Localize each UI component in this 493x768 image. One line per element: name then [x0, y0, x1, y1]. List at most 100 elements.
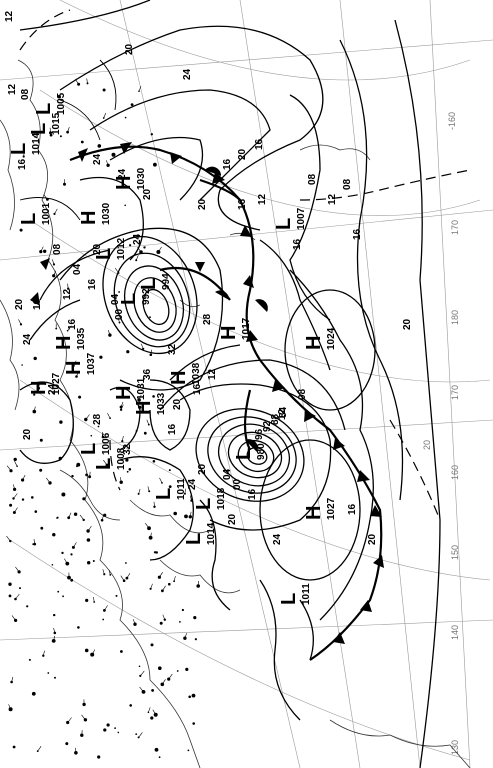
station-dot	[158, 756, 161, 759]
wind-barb	[108, 330, 111, 336]
station-dot	[143, 431, 147, 435]
wind-barb	[18, 319, 22, 325]
isobar-label: 16	[222, 158, 233, 170]
station-dot	[61, 551, 64, 555]
station-dot	[86, 538, 91, 542]
station-dot	[150, 716, 154, 720]
wind-barb	[120, 575, 125, 581]
system-letter: L	[28, 123, 50, 135]
station-dot	[21, 364, 23, 366]
station-dot	[106, 163, 110, 167]
station-plots	[6, 78, 200, 759]
station-dot	[31, 496, 34, 499]
system-pressure: 1038	[191, 362, 202, 385]
station-dot	[85, 598, 89, 603]
isobar-label: 08	[52, 243, 63, 255]
grid-label: 160	[450, 465, 460, 480]
station-dot	[97, 755, 101, 759]
system-pressure: 994	[161, 273, 172, 290]
wind-barb	[81, 714, 86, 720]
system-pressure: 1006	[101, 432, 112, 455]
station-dot	[176, 670, 179, 672]
wind-barb	[15, 566, 20, 573]
station-dot	[120, 650, 123, 653]
isobar-label: 04	[72, 263, 83, 275]
wind-barb	[91, 649, 96, 655]
station-dot	[33, 393, 36, 396]
station-dot	[85, 473, 88, 477]
wind-barb	[150, 532, 152, 538]
station-dot	[154, 747, 159, 752]
isobar-label: 20	[172, 398, 183, 410]
isobar-label: 24	[182, 68, 193, 80]
station-dot	[194, 638, 197, 641]
system-pressure: 1005	[56, 92, 67, 115]
system-pressure: 1018	[216, 487, 227, 510]
wind-barb	[145, 523, 150, 529]
isobar-label: 16	[192, 383, 203, 395]
system-pressure: 1011	[301, 583, 312, 605]
station-dot	[53, 613, 56, 617]
station-dot	[130, 103, 134, 106]
station-dot	[34, 510, 38, 513]
station-dot	[51, 564, 54, 566]
system-pressure: 1037	[86, 352, 97, 375]
station-dot	[65, 742, 69, 746]
station-dot	[150, 643, 154, 647]
station-dot	[59, 420, 63, 424]
isobar-label: 20	[367, 533, 378, 545]
isobar-label: 16	[237, 198, 248, 210]
wind-barb	[150, 583, 153, 589]
grid-label: 150	[450, 545, 460, 560]
station-dot	[135, 733, 138, 735]
station-dot	[78, 395, 82, 399]
system-letter: H	[28, 381, 50, 395]
isobar-label: 20	[402, 318, 413, 330]
isobar-label: 00	[232, 478, 243, 490]
wind-barb	[37, 746, 42, 752]
isobar-label: 20	[92, 243, 103, 255]
system-pressure: 980	[256, 443, 267, 460]
station-dot	[26, 605, 29, 608]
isobar-label: 04	[222, 468, 233, 480]
system-letter: L	[33, 103, 55, 115]
system-letter: L	[138, 278, 160, 290]
wind-barb	[53, 635, 55, 641]
station-dot	[128, 468, 132, 471]
grid-label: 170	[450, 385, 460, 400]
system-pressure: 1014	[31, 132, 42, 155]
station-dot	[54, 676, 56, 679]
wind-barb	[184, 633, 187, 639]
grid-label: 180	[450, 310, 460, 325]
station-dot	[106, 723, 110, 727]
isobar-label: 24	[132, 233, 143, 245]
fronts	[30, 142, 384, 661]
wind-barb	[11, 615, 16, 621]
wind-barb	[87, 525, 92, 532]
system-letter: H	[113, 176, 135, 190]
isobar-label: 04	[110, 293, 121, 305]
station-dot	[193, 616, 197, 620]
wind-barb	[53, 627, 56, 633]
system-pressure: 1015	[51, 112, 62, 135]
isobar-label: 20	[142, 188, 153, 200]
station-dot	[59, 135, 62, 138]
system-pressure: 1031	[136, 377, 147, 400]
station-dot	[39, 468, 43, 472]
station-dot	[21, 498, 25, 501]
station-dot	[28, 658, 31, 661]
station-dot	[102, 88, 106, 92]
system-letter: L	[93, 458, 115, 470]
station-dot	[129, 704, 132, 707]
wind-barb	[6, 535, 11, 542]
wind-barb	[6, 465, 12, 471]
wind-barb	[135, 255, 139, 261]
isobar-label: 20	[197, 463, 208, 475]
